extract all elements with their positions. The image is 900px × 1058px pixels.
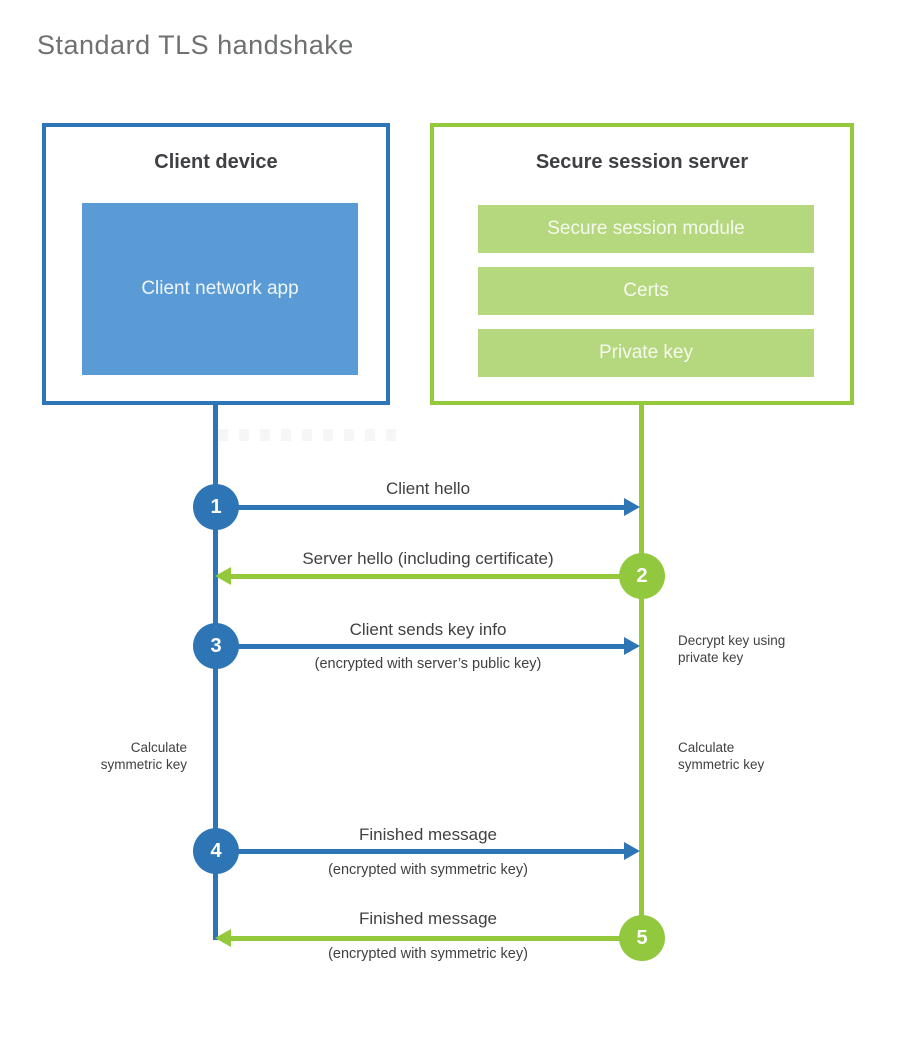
step-3-label: Client sends key info [349, 620, 507, 639]
client-network-app-box: Client network app [82, 203, 358, 375]
step-3-arrowhead-right-icon [624, 637, 640, 655]
step-4-number: 4 [210, 839, 222, 862]
step-2-badge: 2 [619, 553, 665, 599]
step-1-arrow-line [238, 505, 626, 510]
server-module-certs: Certs [478, 267, 814, 315]
server-title: Secure session server [535, 151, 749, 173]
step-1-number: 1 [210, 495, 222, 518]
step-1-arrowhead-right-icon [624, 498, 640, 516]
step-5-sublabel: (encrypted with symmetric key) [328, 946, 528, 962]
step-4-arrow-line [238, 849, 626, 854]
step-5-number: 5 [636, 926, 648, 949]
step-3-sublabel: (encrypted with server’s public key) [314, 656, 542, 672]
step-4-sublabel: (encrypted with symmetric key) [328, 862, 528, 878]
step-4-label: Finished message [359, 825, 497, 844]
step-5-arrowhead-left-icon [215, 929, 231, 947]
secure-session-server-box: Secure session server Secure session mod… [430, 123, 854, 405]
note-calculate-symmetric-key-server: Calculate symmetric key [678, 740, 765, 772]
page-title: Standard TLS handshake [37, 30, 354, 60]
client-network-app-label: Client network app [141, 278, 299, 299]
client-device-box: Client device Client network app [42, 123, 390, 405]
step-5-label: Finished message [359, 909, 497, 928]
step-1-badge: 1 [193, 484, 239, 530]
server-module-private-key: Private key [478, 329, 814, 377]
note-calculate-symmetric-key-client: Calculate symmetric key [100, 740, 187, 772]
step-3-number: 3 [210, 634, 222, 657]
step-2-arrow-line [231, 574, 620, 579]
step-4-arrowhead-right-icon [624, 842, 640, 860]
step-4-badge: 4 [193, 828, 239, 874]
step-5-badge: 5 [619, 915, 665, 961]
server-module-secure-session-module: Secure session module [478, 205, 814, 253]
step-3-arrow-line [238, 644, 626, 649]
faint-dashed-artifact [218, 429, 396, 441]
step-2-label: Server hello (including certificate) [302, 549, 554, 568]
server-lifeline [639, 404, 644, 938]
step-1-label: Client hello [385, 479, 471, 498]
note-decrypt-key: Decrypt key using private key [678, 633, 786, 665]
step-2-number: 2 [636, 564, 648, 587]
step-2-arrowhead-left-icon [215, 567, 231, 585]
step-5-arrow-line [231, 936, 620, 941]
step-3-badge: 3 [193, 623, 239, 669]
client-device-title: Client device [154, 151, 278, 173]
client-lifeline [213, 404, 218, 940]
